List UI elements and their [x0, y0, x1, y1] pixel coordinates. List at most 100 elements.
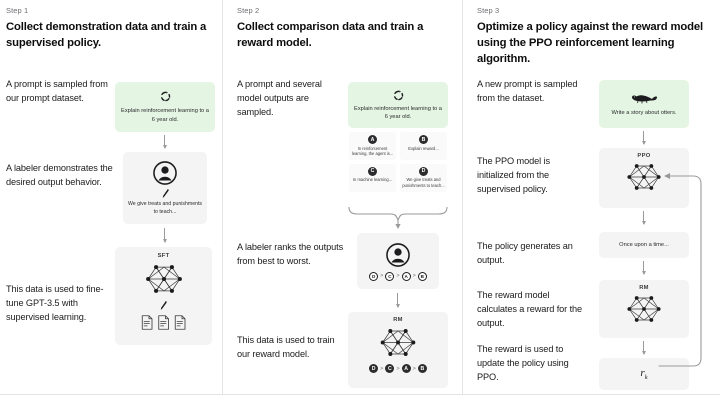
step-1-prompt-box: Explain reinforcement learning to a 6 ye… — [115, 82, 215, 132]
step-1-row-2: A labeler demonstrates the desired outpu… — [6, 162, 114, 190]
option-card-a[interactable]: A In reinforcement learning, the agent i… — [349, 132, 396, 160]
rank-sep-1: > — [380, 273, 384, 279]
step-3-row-5: The reward is used to update the policy … — [477, 343, 589, 385]
step-2-rm-box: RM D > C > A — [348, 312, 448, 388]
pencil-icon-sft — [160, 300, 167, 311]
refresh-circle-icon — [393, 90, 403, 101]
step-1-kicker: Step 1 — [6, 6, 29, 15]
step-1-caption-3: This data is used to fine-tune GPT-3.5 w… — [6, 284, 104, 322]
step-3-arrow-3 — [640, 261, 647, 275]
person-circle-icon — [386, 242, 410, 267]
step-2-arrow-2 — [394, 293, 401, 308]
step-3-column: Step 3 Optimize a policy against the rew… — [471, 0, 720, 395]
step-2-prompt-text: Explain reinforcement learning to a 6 ye… — [354, 105, 442, 120]
step-3-row-2: The PPO model is initialized from the su… — [477, 155, 589, 197]
step-2-caption-3: A labeler ranks the outputs from best to… — [237, 242, 344, 266]
step-1-prompt-text: Explain reinforcement learning to a 6 ye… — [121, 108, 209, 123]
option-text-a: In reinforcement learning, the agent is.… — [351, 145, 394, 157]
step-3-reward-box: rk — [599, 358, 689, 390]
step-1-sft-box: SFT — [115, 247, 212, 345]
step-1-labeler-text: We give treats and punishments to teach.… — [128, 200, 203, 215]
step-1-row-3: This data is used to fine-tune GPT-3.5 w… — [6, 283, 114, 325]
option-card-c[interactable]: C In machine learning... — [349, 163, 396, 192]
step-3-output-text: Once upon a time... — [619, 241, 669, 248]
rm-rank-badge-1: D — [369, 364, 379, 373]
step-2-caption-4: This data is used to train our reward mo… — [237, 335, 335, 359]
step-3-caption-3: The policy generates an output. — [477, 241, 573, 265]
rm-rank-badge-4: B — [417, 364, 427, 373]
neural-network-icon — [627, 164, 661, 190]
step-3-row-3: The policy generates an output. — [477, 240, 589, 268]
step-2-kicker: Step 2 — [237, 6, 260, 15]
reward-symbol: rk — [640, 367, 647, 381]
reward-symbol-base: r — [640, 366, 645, 379]
person-circle-icon — [153, 161, 177, 185]
step-3-caption-1: A new prompt is sampled from the dataset… — [477, 79, 578, 103]
step-3-row-1: A new prompt is sampled from the dataset… — [477, 78, 589, 106]
reward-symbol-subscript: k — [644, 374, 648, 382]
option-text-c: In machine learning... — [352, 177, 393, 183]
rm-rank-badge-3: A — [401, 364, 411, 373]
step-1-column: Step 1 Collect demonstration data and tr… — [0, 0, 222, 395]
step-3-prompt-text: Write a story about otters. — [611, 109, 677, 116]
option-text-b: Explain reward... — [408, 145, 439, 151]
rank-badge-1: D — [369, 271, 379, 281]
option-badge-c: C — [368, 166, 377, 176]
step-3-caption-4: The reward model calculates a reward for… — [477, 290, 583, 328]
step-1-title: Collect demonstration data and train a s… — [6, 21, 207, 50]
step-2-options-grid: A In reinforcement learning, the agent i… — [346, 132, 450, 192]
neural-network-icon — [145, 265, 182, 293]
otter-icon — [631, 95, 658, 104]
option-badge-d: D — [419, 166, 428, 176]
rank-sep-3: > — [412, 273, 416, 279]
step-1-arrow-2 — [161, 228, 168, 243]
documents-icon — [141, 315, 185, 330]
step-3-kicker: Step 3 — [477, 6, 500, 15]
rm-rank-sep-2: > — [396, 365, 400, 372]
step-2-title: Collect comparison data and train a rewa… — [237, 21, 424, 50]
step-1-row-1: A prompt is sampled from our prompt data… — [6, 78, 114, 106]
step-1-arrow-1 — [161, 135, 168, 149]
option-card-d[interactable]: D We give treats and punishments to teac… — [400, 163, 447, 192]
option-card-b[interactable]: B Explain reward... — [400, 132, 447, 160]
step-1-caption-1: A prompt is sampled from our prompt data… — [6, 79, 108, 103]
step-2-ranking-row: D > C > A > B — [369, 271, 427, 281]
step-2-caption-1: A prompt and several model outputs are s… — [237, 79, 322, 117]
step-2-row-4: This data is used to train our reward mo… — [237, 334, 345, 362]
step-2-ranker-box: D > C > A > B — [357, 233, 439, 289]
neural-network-icon — [380, 329, 416, 356]
step-3-caption-5: The reward is used to update the policy … — [477, 344, 569, 382]
option-badge-b: B — [419, 135, 428, 144]
step-3-ppo-label: PPO — [637, 153, 651, 159]
bottom-divider — [0, 394, 720, 395]
step-3-arrow-1 — [640, 131, 647, 145]
column-divider-1 — [222, 0, 223, 395]
option-badge-a: A — [368, 135, 377, 144]
step-3-rm-label: RM — [639, 285, 649, 291]
step-3-caption-2: The PPO model is initialized from the su… — [477, 156, 550, 194]
rank-badge-4: B — [417, 271, 427, 281]
step-2-row-3: A labeler ranks the outputs from best to… — [237, 241, 345, 269]
step-3-row-4: The reward model calculates a reward for… — [477, 289, 589, 331]
option-text-d: We give treats and punishments to teach.… — [402, 177, 445, 189]
refresh-circle-icon — [160, 91, 170, 102]
ppo-feedback-loop-arrow — [658, 173, 702, 367]
step-2-row-1: A prompt and several model outputs are s… — [237, 78, 345, 120]
step-2-prompt-box: Explain reinforcement learning to a 6 ye… — [348, 82, 448, 128]
step-2-converging-brace — [348, 206, 448, 229]
step-1-sft-label: SFT — [157, 253, 170, 259]
rank-sep-2: > — [396, 273, 400, 279]
step-3-arrow-2 — [640, 211, 647, 225]
step-1-labeler-box: We give treats and punishments to teach.… — [123, 152, 207, 224]
step-3-ppo-box: PPO — [599, 148, 689, 208]
neural-network-icon — [627, 296, 661, 322]
step-3-arrow-4 — [640, 341, 647, 355]
rm-rank-badge-2: C — [385, 364, 395, 373]
step-2-rm-ranking-row: D > C > A > B — [369, 364, 427, 373]
rank-badge-3: A — [401, 271, 411, 281]
step-3-output-box: Once upon a time... — [599, 232, 689, 258]
rm-rank-sep-1: > — [380, 365, 384, 372]
column-divider-2 — [462, 0, 463, 395]
step-1-caption-2: A labeler demonstrates the desired outpu… — [6, 163, 113, 187]
